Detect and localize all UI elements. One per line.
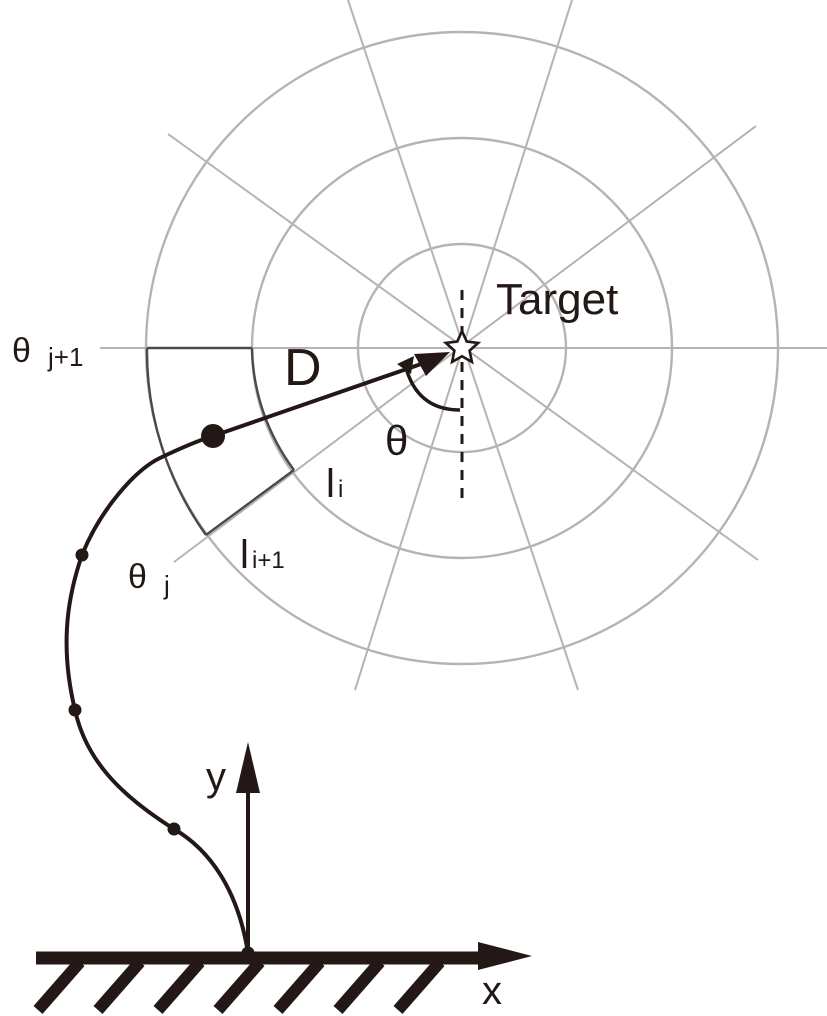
distance-vector-line	[212, 361, 425, 438]
y-axis-arrowhead	[236, 742, 260, 793]
joint-point	[75, 548, 89, 562]
ground-hatch	[273, 958, 325, 1014]
coordinate-axes	[36, 742, 532, 970]
ground-hatch	[393, 958, 445, 1014]
sector-arc-outer	[145, 347, 207, 536]
ground-hatch	[33, 958, 85, 1014]
l-i-subscript: i	[338, 476, 343, 503]
target-star-icon	[442, 327, 482, 365]
sector-boundary	[145, 346, 295, 536]
angle-theta-arc	[404, 367, 461, 412]
theta-j-subscript: j	[163, 570, 170, 600]
ground-hatch	[213, 958, 265, 1014]
ground-hatch	[93, 958, 145, 1014]
target-label: Target	[496, 275, 618, 324]
distance-label: D	[284, 339, 322, 397]
sector-arc-inner	[250, 347, 295, 471]
manipulator-curve	[64, 434, 250, 954]
ground-hatch	[153, 958, 205, 1014]
theta-j-label: θ	[128, 558, 147, 596]
ground-hatch	[333, 958, 385, 1014]
sector-edge-theta-j	[205, 469, 295, 536]
theta-j-plus-1-label: θ	[12, 332, 31, 370]
theta-j-plus-1-subscript: j+1	[47, 342, 83, 372]
l-i-plus-1-label: l	[240, 533, 249, 577]
joint-point	[68, 703, 82, 717]
ground-hatching	[33, 958, 445, 1014]
angle-theta-label: θ	[385, 417, 408, 464]
y-axis-label: y	[206, 755, 226, 799]
x-axis-label: x	[482, 969, 502, 1013]
x-axis-arrowhead	[478, 942, 532, 970]
joint-point	[167, 822, 181, 836]
distance-vector-arrowhead	[414, 352, 450, 376]
l-i-label: l	[326, 462, 335, 506]
l-i-plus-1-subscript: i+1	[252, 547, 285, 574]
joint-points	[68, 424, 255, 960]
